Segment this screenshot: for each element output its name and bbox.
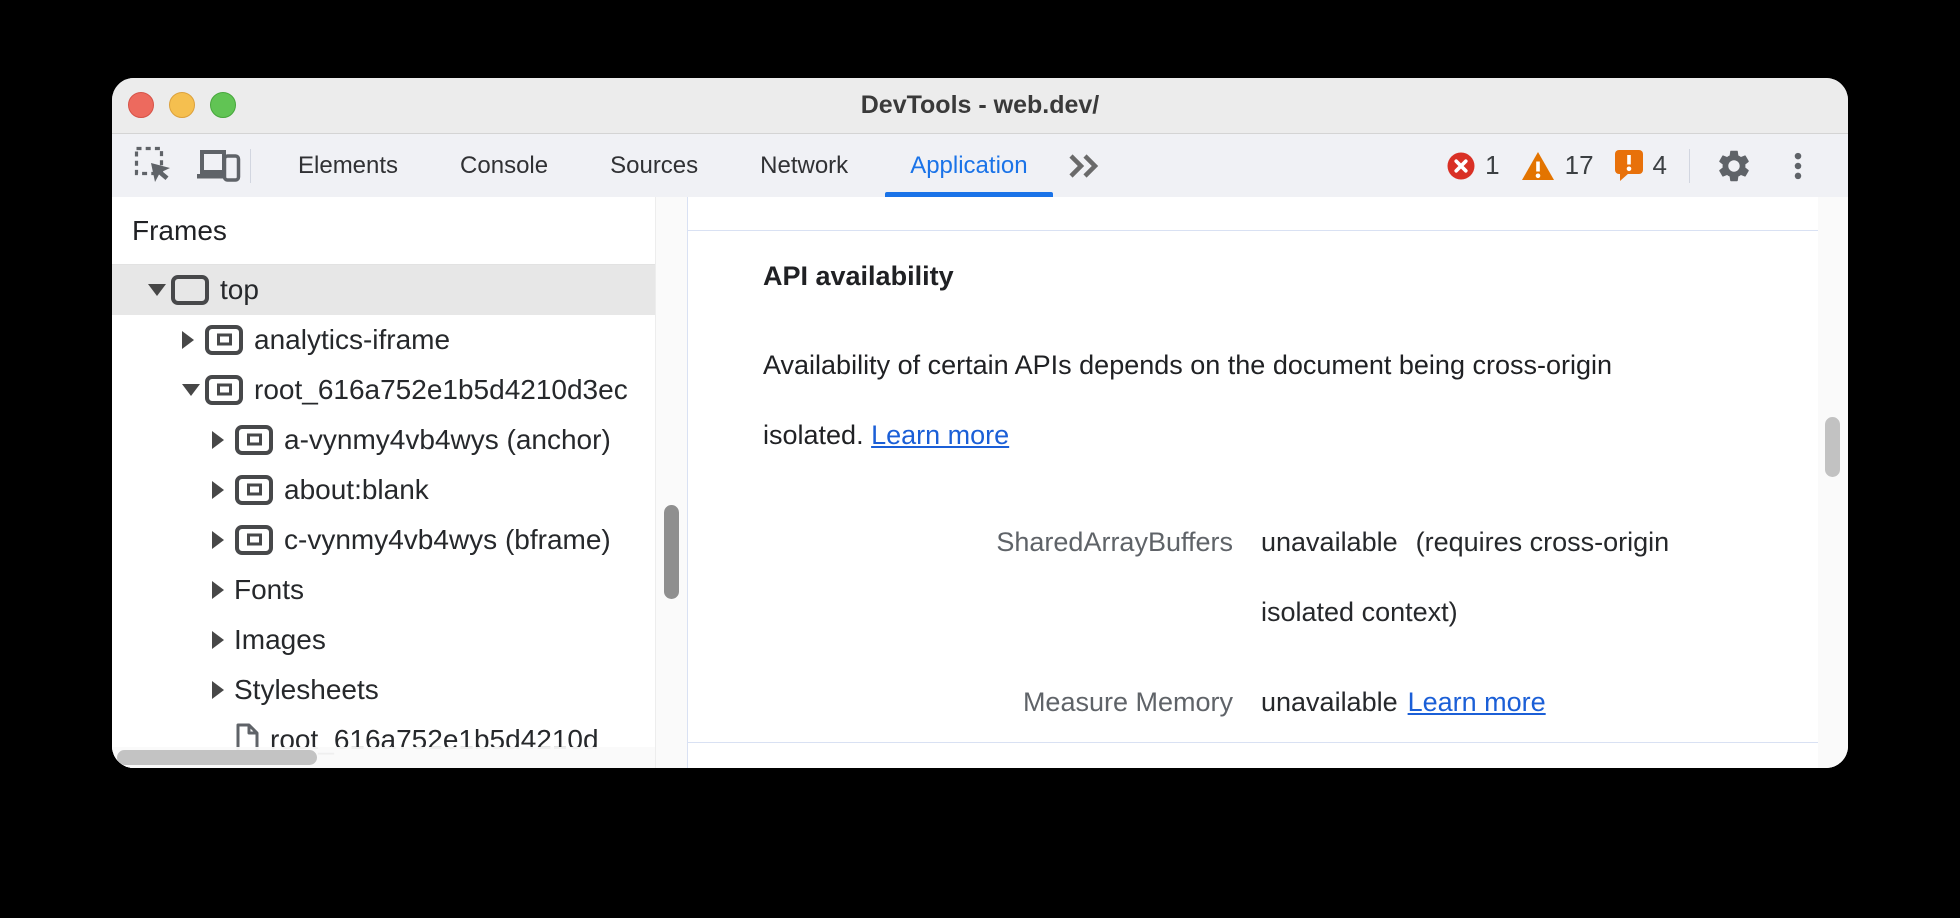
close-window-button[interactable]: [128, 92, 154, 118]
devtools-content: Frames top analytics-iframe root_616a752e1…: [112, 197, 1848, 768]
tree-item-label: Stylesheets: [234, 674, 379, 705]
tree-item[interactable]: Fonts: [112, 565, 655, 615]
iframe-icon: [234, 522, 274, 558]
inspect-element-button[interactable]: [132, 144, 176, 188]
tree-item[interactable]: Images: [112, 615, 655, 665]
more-tabs-button[interactable]: [1065, 151, 1101, 181]
issues-count: 4: [1652, 150, 1667, 180]
tree-item-label: c-vynmy4vb4wys (bframe): [284, 524, 611, 555]
report-row-value: unavailable(requires cross-origin isolat…: [1261, 507, 1761, 647]
tree-item[interactable]: about:blank: [112, 465, 655, 515]
panel-tabs: Elements Console Sources Network Application: [267, 134, 1059, 197]
iframe-icon: [234, 422, 274, 458]
issues-icon: [1614, 149, 1644, 182]
zoom-window-button[interactable]: [210, 92, 236, 118]
api-availability-description: Availability of certain APIs depends on …: [763, 330, 1663, 470]
warning-icon: [1520, 150, 1556, 182]
tab-network[interactable]: Network: [760, 151, 849, 179]
report-row-label: Measure Memory: [1022, 687, 1233, 717]
error-count: 1: [1485, 150, 1500, 180]
main-vertical-scrollbar[interactable]: [1818, 197, 1848, 768]
chevron-right-icon[interactable]: [182, 331, 204, 349]
sidebar-vertical-scrollbar[interactable]: [655, 197, 687, 768]
iframe-icon: [204, 372, 244, 408]
chevron-right-icon[interactable]: [212, 581, 234, 599]
tree-item[interactable]: a-vynmy4vb4wys (anchor): [112, 415, 655, 465]
frames-tree: top analytics-iframe root_616a752e1b5d4210…: [112, 265, 655, 765]
frame-icon: [170, 272, 210, 308]
tab-sources[interactable]: Sources: [610, 151, 699, 179]
tree-item[interactable]: Stylesheets: [112, 665, 655, 715]
three-dot-menu-icon: [1781, 149, 1815, 183]
devtools-window: DevTools - web.dev/: [112, 78, 1848, 768]
learn-more-link[interactable]: Learn more: [1407, 687, 1546, 717]
tab-elements[interactable]: Elements: [298, 151, 399, 179]
report-row: Measure Memory unavailable Learn more: [763, 667, 1761, 737]
sidebar-vertical-scrollbar-thumb[interactable]: [664, 505, 679, 599]
availability-status: unavailable: [1261, 687, 1398, 717]
chevron-down-icon[interactable]: [182, 384, 204, 396]
section-divider: [688, 230, 1819, 231]
devtools-toolbar: Elements Console Sources Network Application…: [112, 134, 1848, 198]
iframe-icon: [204, 322, 244, 358]
tree-item[interactable]: root_616a752e1b5d4210d3ec: [112, 365, 655, 415]
warning-count: 17: [1564, 150, 1594, 180]
learn-more-link[interactable]: Learn more: [871, 420, 1010, 450]
minimize-window-button[interactable]: [169, 92, 195, 118]
sidebar-horizontal-scrollbar-thumb[interactable]: [117, 750, 317, 765]
toolbar-separator: [250, 148, 251, 183]
error-badge[interactable]: 1: [1446, 150, 1500, 181]
tree-item-label: Images: [234, 624, 326, 655]
chevron-double-right-icon: [1065, 151, 1101, 181]
availability-note: (requires cross-origin isolated context): [1261, 527, 1670, 627]
tree-item-label: top: [220, 274, 259, 305]
tab-application[interactable]: Application: [879, 134, 1058, 197]
device-toolbar-icon: [195, 147, 241, 185]
description-text: Availability of certain APIs depends on …: [763, 350, 1612, 450]
tree-item[interactable]: top: [112, 265, 655, 315]
toolbar-separator: [1689, 148, 1690, 183]
chevron-right-icon[interactable]: [212, 431, 234, 449]
api-availability-heading: API availability: [763, 261, 954, 291]
chevron-down-icon[interactable]: [148, 284, 170, 296]
gear-icon: [1715, 147, 1753, 185]
issues-badge[interactable]: 4: [1614, 149, 1667, 182]
chevron-right-icon[interactable]: [212, 531, 234, 549]
tree-item-label: root_616a752e1b5d4210d3ec: [254, 374, 628, 405]
tree-item-label: Fonts: [234, 574, 305, 605]
main-vertical-scrollbar-thumb[interactable]: [1825, 417, 1840, 477]
error-icon: [1446, 151, 1476, 181]
chevron-right-icon[interactable]: [212, 681, 234, 699]
settings-button[interactable]: [1712, 144, 1756, 188]
window-title: DevTools - web.dev/: [860, 91, 1100, 119]
tree-item-label: a-vynmy4vb4wys (anchor): [284, 424, 611, 455]
frames-section-header: Frames: [112, 197, 655, 265]
iframe-icon: [234, 472, 274, 508]
warning-badge[interactable]: 17: [1520, 150, 1594, 182]
chevron-right-icon[interactable]: [212, 631, 234, 649]
frames-sidebar: Frames top analytics-iframe root_616a752e1…: [112, 197, 655, 768]
report-row: SharedArrayBuffers unavailable(requires c…: [763, 507, 1761, 647]
tree-item-label: about:blank: [284, 474, 429, 505]
report-row-label: SharedArrayBuffers: [996, 527, 1233, 557]
availability-status: unavailable: [1261, 527, 1398, 557]
sidebar-horizontal-scrollbar[interactable]: [112, 747, 655, 768]
tree-item[interactable]: analytics-iframe: [112, 315, 655, 365]
section-divider: [688, 742, 1819, 743]
inspect-cursor-icon: [134, 146, 174, 186]
titlebar: DevTools - web.dev/: [112, 78, 1848, 134]
main-menu-button[interactable]: [1776, 144, 1820, 188]
report-row-value: unavailable Learn more: [1261, 667, 1761, 737]
chevron-right-icon[interactable]: [212, 481, 234, 499]
tree-item-label: analytics-iframe: [254, 324, 451, 355]
tree-item[interactable]: c-vynmy4vb4wys (bframe): [112, 515, 655, 565]
device-toolbar-button[interactable]: [195, 144, 241, 188]
traffic-lights: [128, 92, 236, 118]
frame-details-panel: API availability Availability of certain…: [687, 197, 1819, 768]
tab-console[interactable]: Console: [460, 151, 549, 179]
